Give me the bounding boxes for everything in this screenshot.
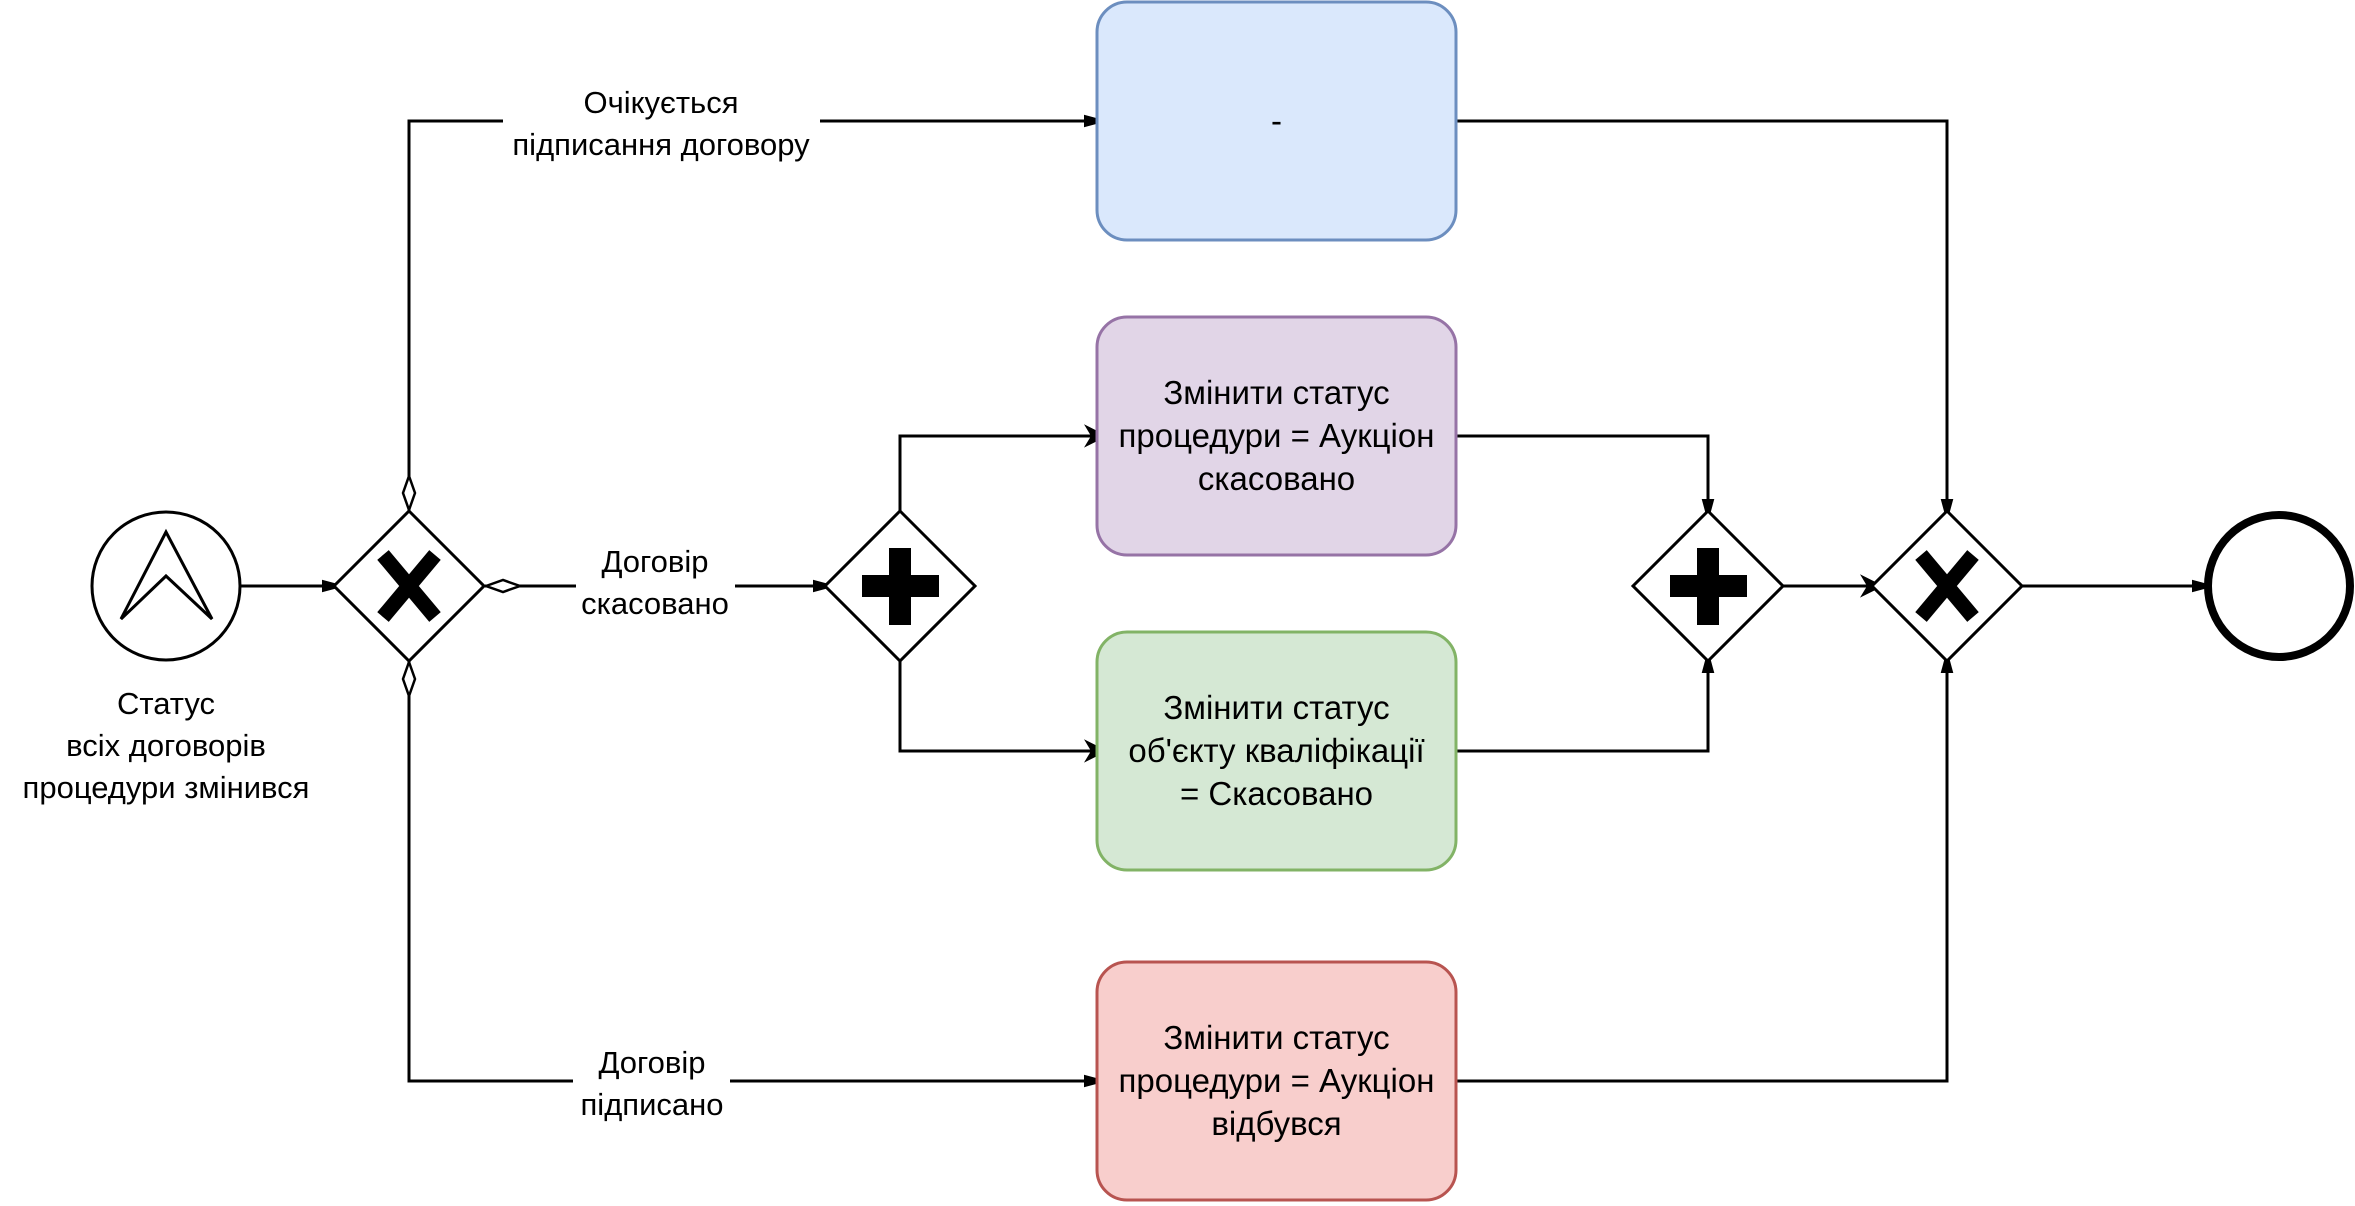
task-auction-held[interactable]: Змінити статус процедури = Аукціон відбувс… <box>1095 960 1458 1202</box>
task-label-line: процедури = Аукціон <box>1119 1062 1435 1099</box>
escalation-icon <box>119 528 214 621</box>
task-box <box>1095 0 1458 242</box>
parallel-fork-gateway[interactable] <box>822 508 978 664</box>
flow-auction-held-to-merge[interactable] <box>1457 649 1954 1083</box>
flow-split-to-pending[interactable] <box>409 121 1093 511</box>
flow-label-line: підписання договору <box>512 127 810 162</box>
flow-split-to-auction-held[interactable] <box>409 661 1093 1081</box>
flow-fork-to-auction-cancelled[interactable] <box>898 424 1108 511</box>
flow-label-contract-cancelled: Договір скасовано <box>581 544 729 621</box>
flow-qualification-cancelled-to-join[interactable] <box>1457 649 1715 753</box>
task-label-line: Змінити статус <box>1163 374 1389 411</box>
task-auction-cancelled[interactable]: Змінити статус процедури = Аукціон скасова… <box>1095 315 1458 557</box>
task-qualification-cancelled[interactable]: Змінити статус об'єкту кваліфікації = Скас… <box>1095 630 1458 872</box>
flow-auction-cancelled-to-join[interactable] <box>1457 434 1715 523</box>
task-label-line: об'єкту кваліфікації <box>1128 732 1424 769</box>
flow-label-line: Договір <box>598 1045 705 1080</box>
task-label-line: Змінити статус <box>1163 689 1389 726</box>
end-event-circle <box>2204 511 2354 661</box>
exclusive-split-gateway[interactable] <box>331 508 487 664</box>
x-icon <box>377 550 441 622</box>
x-icon <box>1915 550 1979 622</box>
plus-icon <box>1670 548 1747 625</box>
flow-label-line: підписано <box>581 1087 724 1122</box>
task-label-line: відбувся <box>1211 1105 1341 1142</box>
start-event-label: Статус всіх договорів процедури змінився <box>23 686 310 805</box>
task-box <box>1095 960 1458 1202</box>
task-label-line: = Скасовано <box>1180 775 1373 812</box>
flow-label-line: Очікується <box>583 85 738 120</box>
task-pending[interactable]: - <box>1095 0 1458 242</box>
plus-icon <box>862 548 939 625</box>
flow-label-line: Договір <box>601 544 708 579</box>
task-label-line: Змінити статус <box>1163 1019 1389 1056</box>
exclusive-merge-gateway[interactable] <box>1869 508 2025 664</box>
task-label-line: процедури = Аукціон <box>1119 417 1435 454</box>
start-event-label-line: всіх договорів <box>66 728 266 763</box>
start-event-label-line: Статус <box>117 686 215 721</box>
flow-pending-to-merge[interactable] <box>1457 119 1954 523</box>
tasks: - Змінити статус процедури = Аукціон скасов… <box>1095 0 1458 1202</box>
start-event-label-line: процедури змінився <box>23 770 310 805</box>
task-box <box>1095 630 1458 872</box>
start-event[interactable] <box>90 510 242 662</box>
flow-fork-to-qualification-cancelled[interactable] <box>898 661 1108 763</box>
flow-label-contract-signed: Договір підписано <box>581 1045 724 1122</box>
flow-label-awaiting-signing: Очікується підписання договору <box>512 85 810 162</box>
task-label-line: - <box>1271 102 1282 139</box>
end-event[interactable] <box>2204 511 2354 661</box>
task-label-line: скасовано <box>1198 460 1355 497</box>
flow-label-line: скасовано <box>581 586 729 621</box>
start-event-circle <box>90 510 242 662</box>
parallel-join-gateway[interactable] <box>1630 508 1786 664</box>
task-box <box>1095 315 1458 557</box>
sequence-flows <box>241 119 2216 1083</box>
